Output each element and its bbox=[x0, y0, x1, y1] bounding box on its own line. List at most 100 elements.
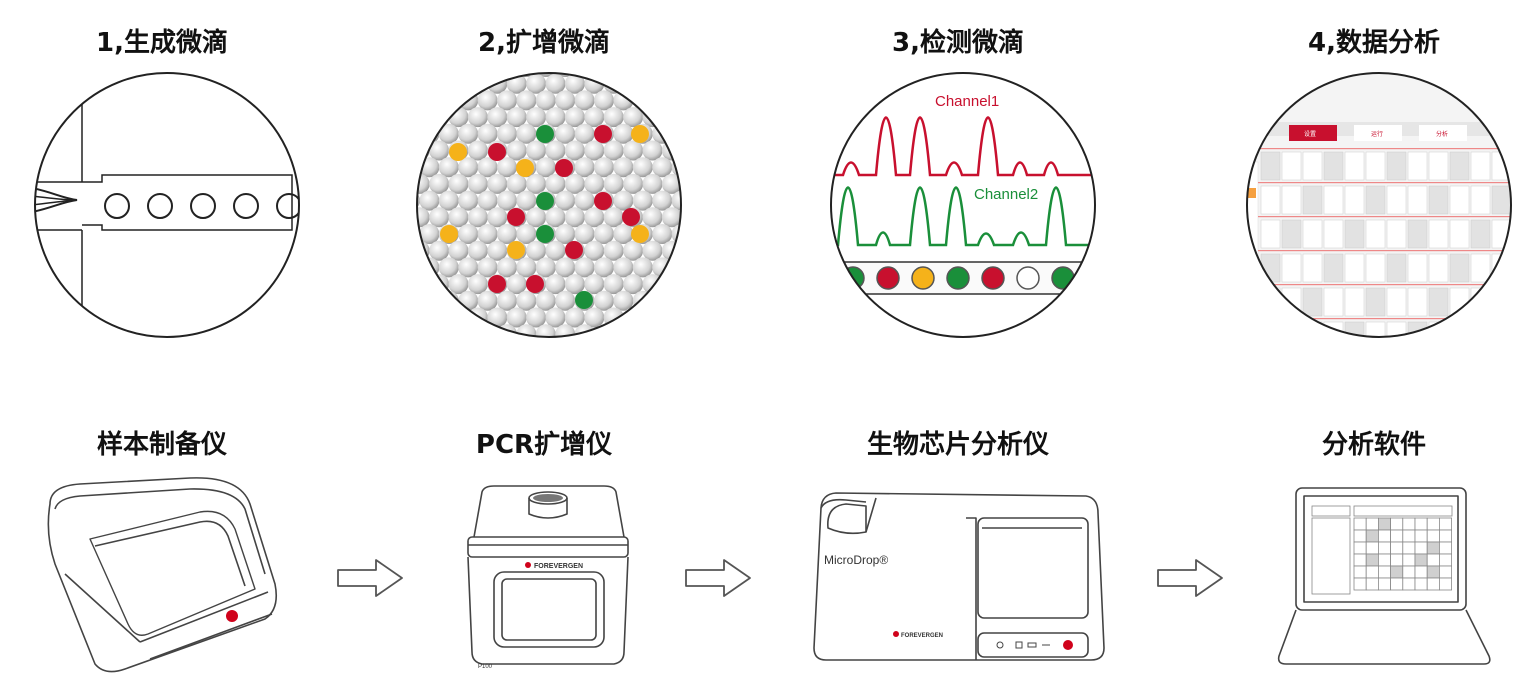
droplet-bubble bbox=[613, 324, 634, 337]
droplet-bubble bbox=[691, 257, 711, 277]
arrow-1 bbox=[337, 559, 403, 597]
well-cell bbox=[1281, 219, 1302, 249]
well-cell bbox=[1428, 253, 1449, 283]
screen-grid-cell bbox=[1414, 577, 1428, 591]
droplet-bubble bbox=[623, 341, 643, 361]
droplet-bubble bbox=[545, 140, 566, 161]
droplet-bubble bbox=[516, 257, 537, 278]
well-cell bbox=[1323, 287, 1344, 317]
screen-grid-cell bbox=[1353, 565, 1367, 579]
droplet-bubble bbox=[545, 73, 566, 94]
well-cell bbox=[1407, 151, 1428, 181]
droplet-bubble bbox=[506, 274, 527, 295]
droplet-bubble bbox=[429, 307, 450, 328]
well-cell bbox=[1323, 185, 1344, 215]
screen-grid-cell bbox=[1438, 553, 1452, 567]
droplet-bubble bbox=[555, 324, 576, 337]
droplet-bubble bbox=[467, 207, 488, 228]
analyzer-brand-label: FOREVERGEN bbox=[901, 633, 943, 639]
droplet-bubble bbox=[555, 123, 576, 144]
droplet-bubble bbox=[417, 73, 430, 94]
droplet-bubble bbox=[417, 240, 430, 261]
droplet-bubble bbox=[506, 307, 527, 328]
droplet-bubble bbox=[458, 123, 479, 144]
pcr-device: FOREVERGEN P100 bbox=[467, 485, 629, 670]
droplet-bubble bbox=[643, 341, 663, 361]
screen-grid-cell bbox=[1390, 529, 1404, 543]
screen-grid-cell bbox=[1378, 553, 1392, 567]
droplet-bubble bbox=[701, 308, 721, 328]
droplet-positive-green bbox=[575, 291, 593, 309]
droplet-bubble bbox=[574, 73, 595, 77]
droplet-positive-red bbox=[555, 159, 573, 177]
arrow-2 bbox=[685, 559, 751, 597]
power-button bbox=[226, 610, 238, 622]
droplet-bubble bbox=[487, 240, 508, 261]
well-row-divider bbox=[1258, 216, 1511, 218]
droplet-bubble bbox=[564, 207, 585, 228]
tab-settings bbox=[1289, 125, 1337, 141]
well-cell bbox=[1470, 219, 1491, 249]
droplet-bubble bbox=[652, 290, 673, 311]
well-cell bbox=[1491, 185, 1511, 215]
droplet-bubble bbox=[564, 307, 585, 328]
droplet-bubble bbox=[604, 341, 624, 361]
droplet-positive-yellow bbox=[440, 225, 458, 243]
droplet-bubble bbox=[410, 341, 430, 361]
screen-grid-cell bbox=[1426, 517, 1440, 531]
droplet-bubble bbox=[652, 73, 673, 77]
droplet-positive-yellow bbox=[631, 225, 649, 243]
droplet-bubble bbox=[448, 73, 469, 94]
droplet-positive-red bbox=[526, 275, 544, 293]
screen-grid-cell bbox=[1353, 553, 1367, 567]
droplet-bubble bbox=[701, 174, 721, 194]
droplet-bubble bbox=[613, 257, 634, 278]
droplet-bubble bbox=[438, 157, 459, 178]
droplet-bubble bbox=[526, 140, 547, 161]
well-cell bbox=[1407, 287, 1428, 317]
sample-prep-device bbox=[47, 477, 278, 673]
screen-grid-cell bbox=[1365, 553, 1379, 567]
droplet-bubble bbox=[681, 141, 701, 161]
droplet-bubble bbox=[516, 190, 537, 211]
droplet-bubble bbox=[477, 257, 498, 278]
droplet-bubble bbox=[701, 241, 721, 261]
screen-grid-cell bbox=[1426, 553, 1440, 567]
droplet-bubble bbox=[691, 291, 711, 311]
droplet-bubble bbox=[449, 341, 469, 361]
droplet-bubble bbox=[681, 274, 701, 294]
screen-grid-cell bbox=[1353, 541, 1367, 555]
droplet-bubble bbox=[701, 141, 721, 161]
screen-grid-cell bbox=[1414, 517, 1428, 531]
droplet-bubble bbox=[535, 324, 556, 337]
well-cell bbox=[1449, 287, 1470, 317]
well-cell bbox=[1428, 219, 1449, 249]
droplet-bubble bbox=[564, 73, 585, 94]
droplet-bubble bbox=[691, 124, 711, 144]
step-4-title: 4,数据分析 bbox=[1308, 28, 1440, 58]
droplet-bubble bbox=[701, 274, 721, 294]
droplet-bubble bbox=[584, 341, 604, 361]
well-cell bbox=[1491, 287, 1511, 317]
droplet-positive-yellow bbox=[631, 125, 649, 143]
instrument-pcr-title: PCR扩增仪 bbox=[475, 430, 613, 460]
screen-grid-cell bbox=[1414, 529, 1428, 543]
well-cell bbox=[1386, 287, 1407, 317]
well-cell bbox=[1470, 287, 1491, 317]
pcr-model-label: P100 bbox=[478, 664, 493, 670]
droplet-bubble bbox=[603, 107, 624, 128]
well-row-divider bbox=[1258, 250, 1511, 252]
well-cell bbox=[1470, 321, 1491, 337]
well-cell bbox=[1365, 287, 1386, 317]
droplet-bubble bbox=[497, 90, 517, 111]
well-cell bbox=[1470, 151, 1491, 181]
droplet-bubble bbox=[555, 257, 576, 278]
instrument-analyzer-title: 生物芯片分析仪 bbox=[866, 430, 1049, 460]
droplet-bubble bbox=[681, 341, 701, 361]
screen-grid-cell bbox=[1353, 577, 1367, 591]
droplet-bubble bbox=[429, 341, 449, 361]
droplet-positive-red bbox=[507, 208, 525, 226]
droplet-bubble bbox=[701, 341, 721, 361]
droplet-bubble bbox=[594, 90, 614, 111]
well-cell bbox=[1281, 321, 1302, 337]
